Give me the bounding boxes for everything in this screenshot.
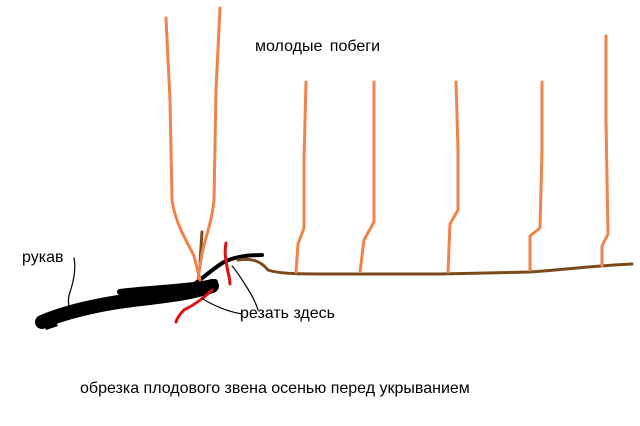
arm-pointer [67,257,76,309]
shoot-left-2 [196,6,222,280]
shoot-left-1 [164,16,202,282]
diagram-caption: обрезка плодового звена осенью перед укр… [80,380,470,397]
pointer-upper [231,265,259,311]
arm-branch [35,230,264,330]
shoot-5 [600,34,610,268]
cut-mark-upper [223,241,232,286]
young-shoots [164,6,610,282]
cut-marks [174,241,232,324]
cut-mark-lower [174,288,214,324]
cut-pointers [201,265,259,315]
shoot-2 [358,80,376,274]
young-shoots-label: молодые побеги [255,38,381,55]
shoot-1 [294,80,308,274]
arm-label: рукав [22,249,64,266]
fruiting-cane [236,257,634,276]
cut-here-label: резать здесь [240,305,335,322]
pointer-lower [201,297,243,315]
shoot-4 [528,80,544,272]
shoot-3 [446,80,460,274]
